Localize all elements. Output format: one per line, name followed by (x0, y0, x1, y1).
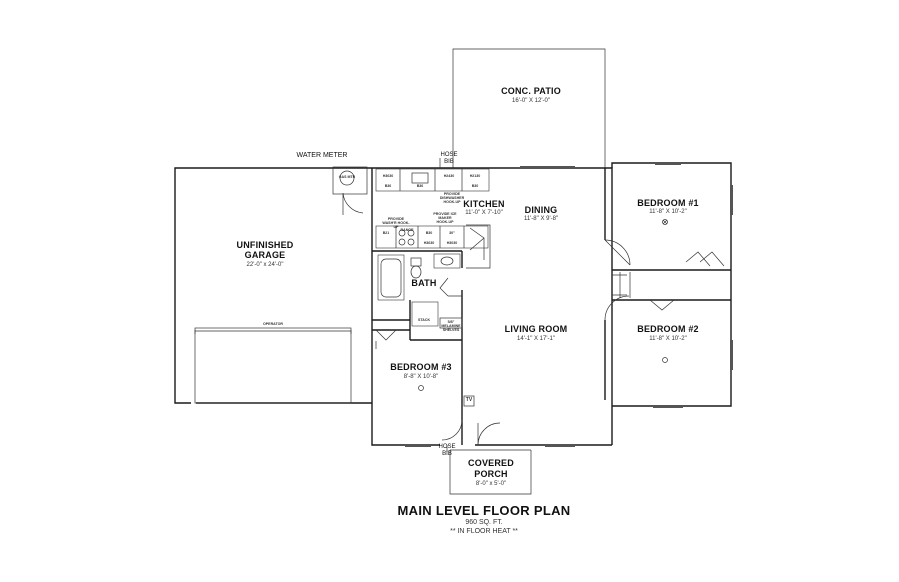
plan-heat-note: ** IN FLOOR HEAT ** (450, 528, 518, 535)
cabinet-lower-3: B30 (425, 231, 433, 235)
patio-name: CONC. PATIO (501, 86, 561, 96)
washer-note: PROVIDE WASH'R HOOK-UP (382, 217, 410, 229)
kitchen-name: KITCHEN (463, 199, 505, 209)
tv-label: TV (465, 397, 473, 403)
dining-dims: 11'-8" X 9'-8" (523, 216, 559, 222)
kitchen-cabinets (375, 168, 490, 249)
water-meter (332, 166, 368, 215)
garage-name-line1: UNFINISHED (236, 240, 294, 250)
cabinet-upper-1: H3630 (382, 174, 394, 178)
bedroom1-dims: 11'-8" X 10'-2" (649, 209, 687, 215)
patio-dims: 16'-0" X 12'-0" (512, 98, 550, 104)
bedroom2-dims: 11'-8" X 10'-2" (649, 336, 687, 342)
garage-operator-label: OPERATOR (262, 322, 284, 326)
cabinet-upper-4: H2430 (443, 174, 455, 178)
dishwasher-note: PROVIDE DISHWASHER HOOK-UP (439, 192, 465, 204)
bedroom2-name: BEDROOM #2 (637, 324, 699, 334)
porch-dims: 8'-0" x 5'-0" (475, 481, 507, 487)
hose-bib-top-line1: HOSE (440, 152, 458, 158)
laundry-stack-label: STACK (417, 318, 431, 322)
plan-area: 960 SQ. FT. (465, 519, 503, 526)
bedroom3-name: BEDROOM #3 (390, 362, 452, 372)
interior-walls (372, 158, 725, 452)
porch-name-line2: PORCH (474, 469, 508, 479)
hose-bib-bottom-line2: BIB (442, 451, 452, 457)
cabinet-lower-2: RANGE (400, 228, 414, 232)
windows (405, 162, 733, 447)
cabinet-upper-6: B30 (471, 184, 479, 188)
porch-name-line1: COVERED (468, 458, 514, 468)
hose-bib-top-line2: BIB (444, 159, 454, 165)
kitchen-dims: 11'-0" X 7'-10" (465, 210, 503, 216)
ice-maker-note: PROVIDE ICE MAKER HOOK-UP (433, 212, 457, 224)
garage-name-line2: GARAGE (244, 250, 286, 260)
living-room-dims: 14'-1" X 17'-1" (517, 336, 555, 342)
hose-bib-bottom-line1: HOSE (438, 444, 456, 450)
plan-title: MAIN LEVEL FLOOR PLAN (397, 503, 571, 518)
dining-name: DINING (524, 205, 558, 215)
cabinet-lower-5: 30" (449, 231, 455, 235)
patio-outline (452, 48, 606, 168)
water-meter-label: WATER METER (296, 152, 348, 159)
cabinet-upper-2: B36 (384, 184, 392, 188)
cabinet-lower-6: H3030 (446, 241, 458, 245)
cabinet-upper-3: B36 (416, 184, 424, 188)
cabinet-upper-5: H2130 (469, 174, 481, 178)
cabinet-lower-1: B21 (382, 231, 390, 235)
bath-name: BATH (411, 278, 437, 288)
shelves-note: 5/8" MELAMINE SHELVES (441, 320, 461, 332)
gas-meter-label: GAS MTR (338, 175, 356, 179)
cabinet-lower-4: H3630 (423, 241, 435, 245)
garage-walls (174, 167, 372, 404)
bedroom1-name: BEDROOM #1 (637, 198, 699, 208)
garage-dims: 22'-0" x 24'-0" (246, 262, 284, 268)
living-room-name: LIVING ROOM (504, 324, 568, 334)
bedroom3-dims: 8'-8" X 10'-8" (403, 374, 439, 380)
